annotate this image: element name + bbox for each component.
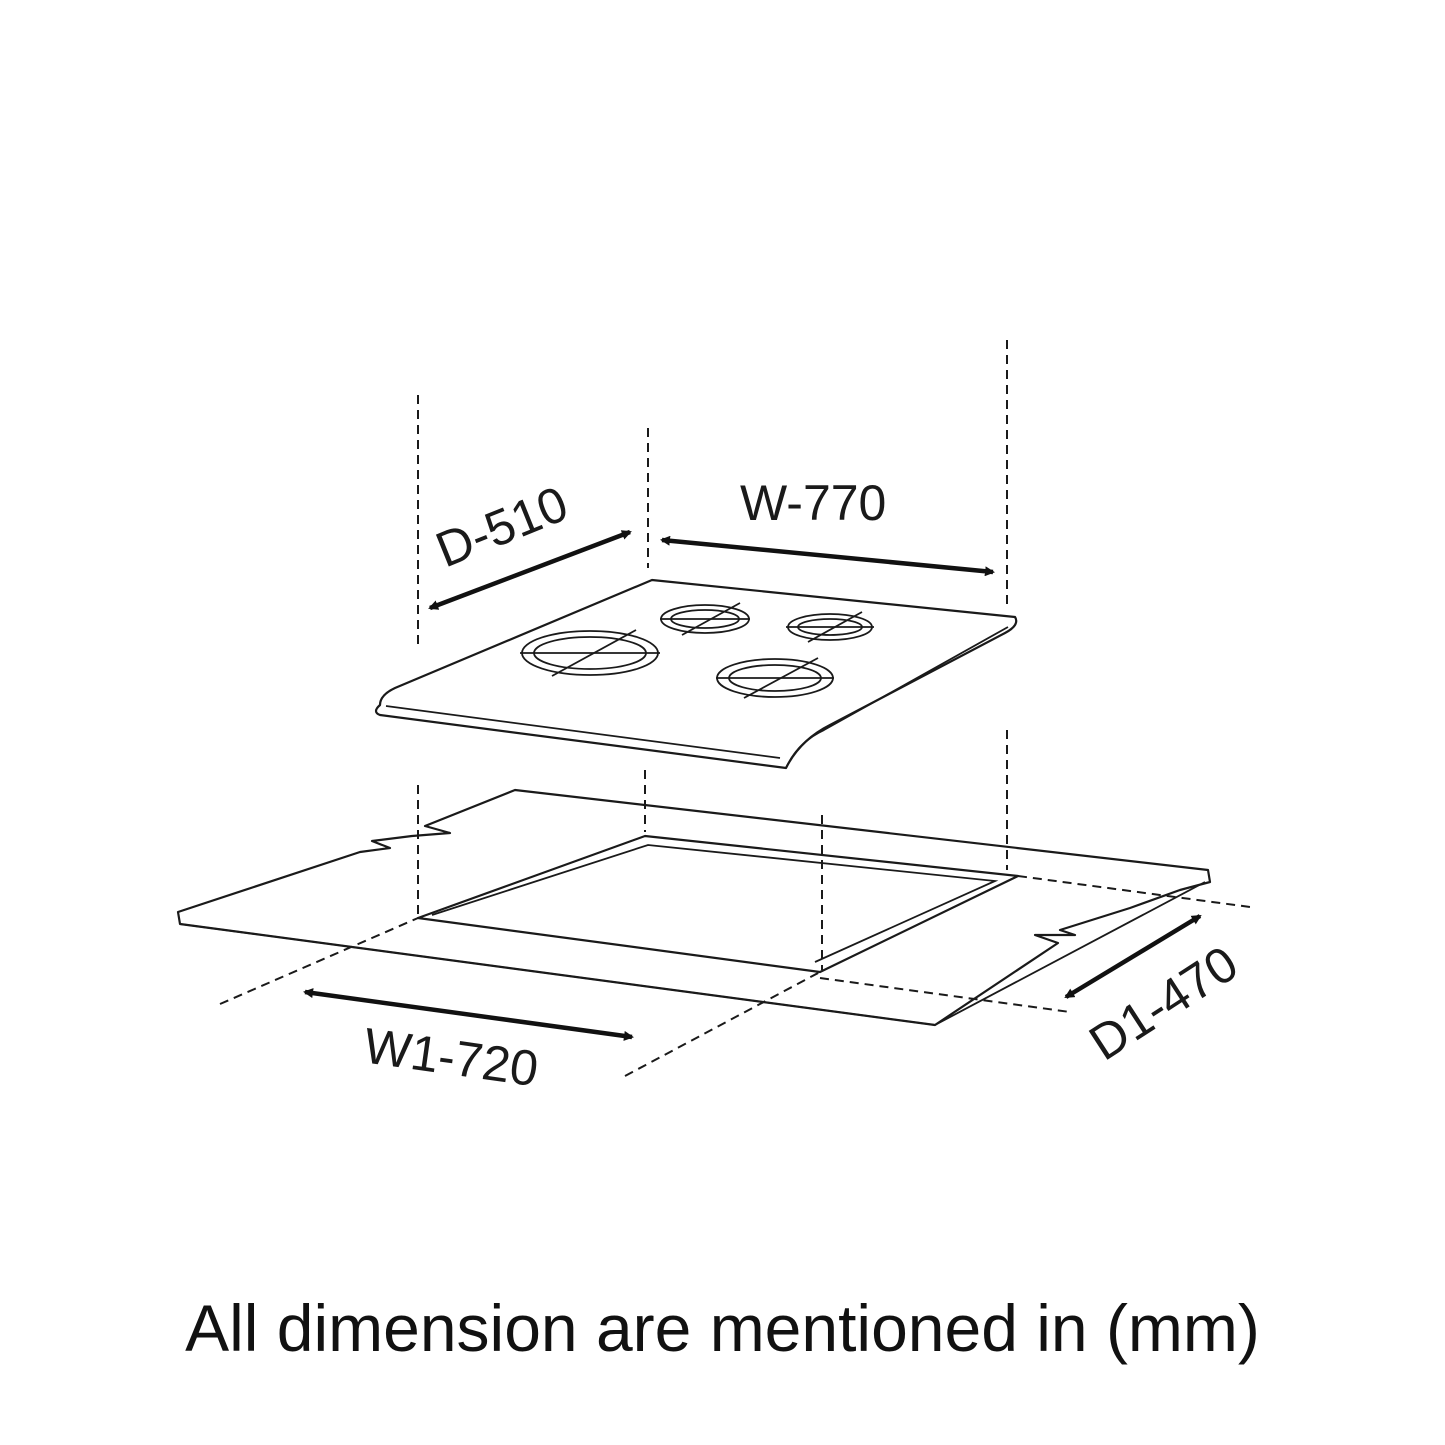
burner-front-left-icon bbox=[520, 629, 660, 677]
countertop bbox=[176, 788, 1212, 1027]
width-arrow bbox=[660, 535, 995, 577]
cutout-depth-label: D1-470 bbox=[1079, 935, 1247, 1071]
width-label: W-770 bbox=[740, 475, 886, 531]
units-caption: All dimension are mentioned in (mm) bbox=[185, 1291, 1260, 1365]
cutout-width-label: W1-720 bbox=[360, 1017, 541, 1097]
cutout-opening bbox=[416, 834, 1020, 974]
hob-top bbox=[374, 578, 1018, 770]
dimension-arrows bbox=[303, 529, 1202, 1041]
cutout-extension-lines bbox=[219, 875, 1251, 1077]
cutout-depth-arrow bbox=[1064, 914, 1202, 999]
depth-arrow bbox=[428, 529, 632, 611]
burners bbox=[520, 602, 874, 699]
cutout-width-arrow bbox=[303, 988, 634, 1041]
projection-lines bbox=[417, 340, 1008, 970]
burner-front-right-icon bbox=[716, 657, 834, 699]
burner-back-left-icon bbox=[660, 602, 750, 636]
burner-back-right-icon bbox=[786, 611, 874, 643]
